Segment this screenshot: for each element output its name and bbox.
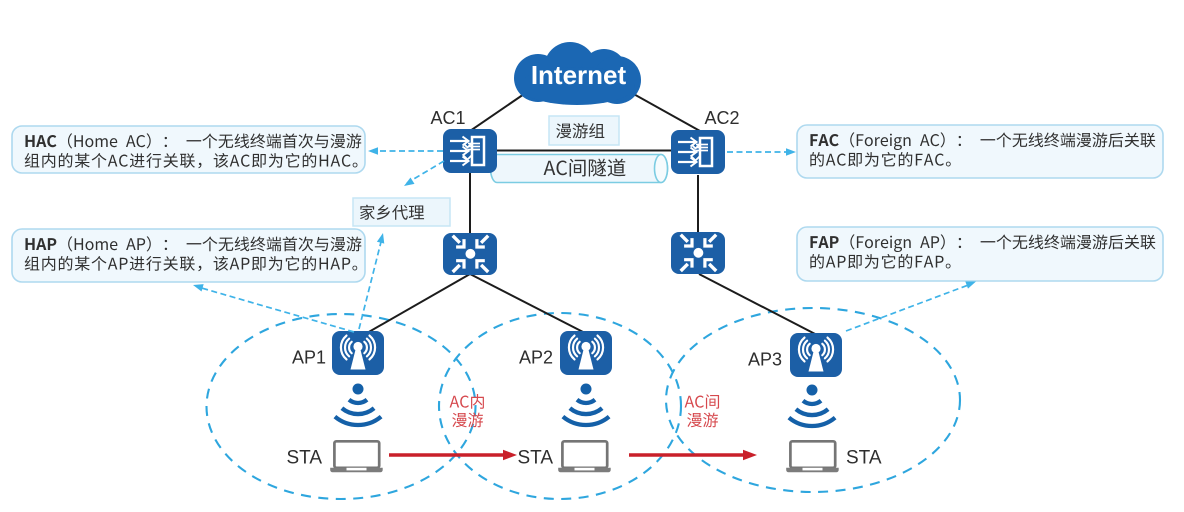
svg-text:AP1: AP1 bbox=[292, 348, 326, 368]
svg-text:AP2: AP2 bbox=[519, 348, 553, 368]
svg-text:STA: STA bbox=[286, 448, 322, 469]
svg-text:STA: STA bbox=[517, 448, 553, 469]
svg-text:Internet: Internet bbox=[531, 60, 627, 90]
svg-text:AC1: AC1 bbox=[430, 108, 465, 128]
svg-text:AP3: AP3 bbox=[748, 350, 782, 370]
svg-text:AC2: AC2 bbox=[704, 108, 739, 128]
svg-text:STA: STA bbox=[846, 448, 882, 469]
